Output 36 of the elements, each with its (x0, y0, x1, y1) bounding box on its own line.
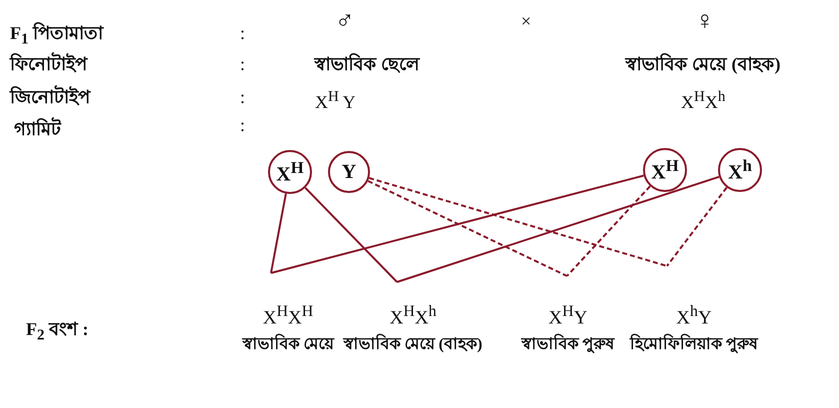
phenotype-text: স্বাভাবিক মেয়ে (বাহক) (626, 53, 780, 75)
connector-line (270, 174, 644, 274)
colon: : (240, 53, 246, 75)
connector-line (270, 193, 287, 274)
gamete-circle: X$^{H}$ (268, 150, 312, 194)
connector-line (566, 186, 651, 277)
genotype-text: X$^{h}$Y (676, 302, 712, 330)
colon: : (240, 86, 246, 108)
generation-heading: F$_{2}$ বংশ : (26, 318, 88, 346)
colon: : (240, 114, 246, 136)
row-heading: জিনোটাইপ (10, 86, 90, 108)
connector-line (368, 180, 568, 277)
colon: : (240, 22, 246, 44)
connector-line (304, 187, 398, 283)
phenotype-text: স্বাভাবিক পুরুষ (512, 330, 624, 360)
genotype-text: X$^{H}$X$^{h}$ (681, 88, 726, 113)
row-heading: F$_{1}$ পিতামাতা (10, 22, 103, 50)
genotype-text: X$^{H}$ Y (315, 88, 356, 113)
genotype-text: X$^{H}$X$^{H}$ (262, 302, 314, 330)
genotype-text: X$^{H}$Y (548, 302, 588, 330)
female-symbol: ♀ (695, 10, 714, 32)
male-symbol: ♂ (335, 10, 354, 32)
cross-sign: × (521, 10, 532, 32)
connector-line (666, 186, 728, 267)
phenotype-text: স্বাভাবিক মেয়ে (বাহক) (340, 330, 486, 360)
gamete-circle: X$^{h}$ (718, 148, 762, 192)
phenotype-text: স্বাভাবিক ছেলে (314, 53, 419, 75)
connector-line (368, 177, 668, 267)
row-heading: ফিনোটাইপ (10, 53, 87, 75)
connector-line (396, 176, 720, 283)
gamete-circle: X$^{H}$ (643, 148, 687, 192)
gamete-circle: Y (328, 151, 370, 193)
row-heading: গ্যামিট (14, 118, 61, 140)
phenotype-text: হিমোফিলিয়াক পুরুষ (624, 330, 764, 360)
genotype-text: X$^{H}$X$^{h}$ (390, 302, 436, 330)
phenotype-text: স্বাভাবিক মেয়ে (236, 330, 340, 360)
